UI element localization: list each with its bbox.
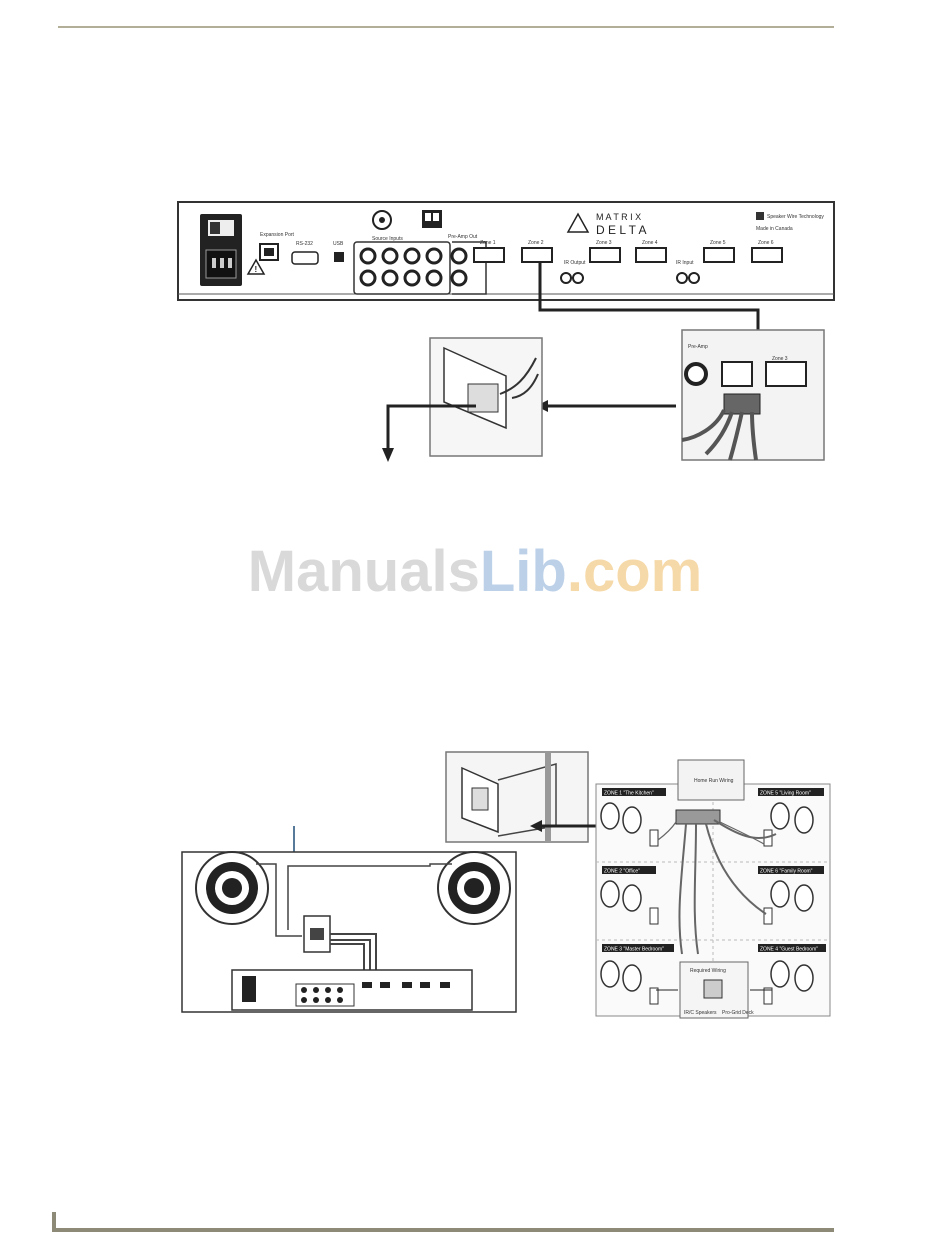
power-inlet-icon: [200, 214, 242, 286]
terminal-closeup: Pre-Amp Zone 3: [681, 329, 825, 461]
zone-speakers-icon: [600, 802, 814, 992]
watermark: ManualsLib.com: [0, 538, 950, 605]
required-wiring-label: Required Wiring: [690, 968, 726, 974]
home-run-label: Home Run Wiring: [694, 778, 734, 784]
preamp-out-label: Pre-Amp Out: [448, 234, 478, 240]
ir-input-label: IR Input: [676, 260, 694, 266]
watermark-manuals: Manuals: [247, 539, 480, 604]
zone-1-name: ZONE 1 "The Kitchen": [604, 791, 654, 797]
zone-1-label: Zone 1: [480, 240, 496, 246]
warning-icon: !: [246, 258, 266, 275]
watermark-lib: Lib: [479, 539, 567, 604]
expansion-port-label: Expansion Port: [260, 232, 295, 238]
closeup-zone-label: Zone 3: [772, 356, 788, 362]
zone-6-name: ZONE 6 "Family Room": [760, 869, 813, 875]
top-rule: [58, 26, 834, 28]
zone-terminals: [473, 247, 783, 263]
usb-label: USB: [333, 241, 344, 247]
zone-installation-figure: ZONE 1 "The Kitchen" ZONE 5 "Living Room…: [181, 751, 831, 1019]
zone-4-label: Zone 4: [642, 240, 658, 246]
zone-3-label: Zone 3: [596, 240, 612, 246]
bottom-rule: [52, 1228, 834, 1232]
required-wiring-box: Required Wiring IR/C Speakers Pro-Grid D…: [679, 961, 754, 1019]
arrow-to-speaker: [386, 404, 476, 450]
usb-port: [334, 252, 344, 262]
zone-6-label: Zone 6: [758, 240, 774, 246]
rca-inputs: [359, 247, 443, 287]
closeup-preamp-label: Pre-Amp: [688, 344, 708, 350]
wall-plate-room: [303, 915, 331, 953]
zone-5-label: Zone 5: [710, 240, 726, 246]
rs232-label: RS-232: [296, 241, 313, 247]
made-label: Made in Canada: [756, 226, 793, 232]
ir-output-label: IR Output: [564, 260, 586, 266]
brand-delta: D E L T A: [596, 223, 646, 237]
wallplate-closeup: [429, 337, 543, 457]
zone-2-name: ZONE 2 "Office": [604, 869, 640, 875]
zone-5-name: ZONE 5 "Living Room": [760, 791, 811, 797]
speaker-left-icon: [195, 851, 269, 925]
delta-logo-icon: [566, 212, 590, 233]
brand-matrix: M A T R I X: [596, 212, 641, 222]
wall-plate-detail: [445, 751, 589, 843]
mini-rear-panel: [231, 969, 473, 1011]
zone-2-label: Zone 2: [528, 240, 544, 246]
bottom-rule-tick: [52, 1212, 56, 1232]
speaker-right-icon: [437, 851, 511, 925]
watermark-com: .com: [566, 539, 703, 604]
home-run-box: Home Run Wiring: [675, 759, 745, 825]
rear-panel-wiring-figure: ! Expansion Port RS-232 USB Source Input…: [177, 201, 835, 462]
speakers-label: IR/C Speakers: [684, 1010, 717, 1016]
svg-text:!: !: [255, 265, 258, 274]
zone-3-name: ZONE 3 "Master Bedroom": [604, 947, 664, 953]
deck-label: Pro-Grid Deck: [722, 1010, 754, 1016]
source-inputs-label: Source Inputs: [372, 236, 403, 242]
ip-label: Speaker Wire Technology: [767, 214, 824, 220]
zone-4-name: ZONE 4 "Guest Bedroom": [760, 947, 818, 953]
rs232-port: [291, 251, 319, 265]
